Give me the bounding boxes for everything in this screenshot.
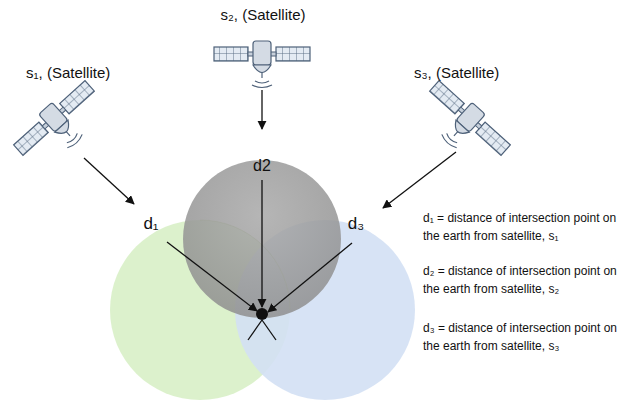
distance-arrow (261, 180, 262, 307)
distance-arrow (268, 243, 352, 312)
signal-arrow (84, 158, 134, 204)
satellite-label: s₂, (Satellite) (220, 6, 305, 24)
legend-note: d₃ = distance of intersection point on t… (423, 319, 628, 355)
distance-arrow (167, 242, 257, 311)
satellite-label: s₃, (Satellite) (414, 64, 499, 82)
legend-note: d₂ = distance of intersection point on t… (423, 262, 628, 298)
satellite-icon (10, 76, 112, 175)
distance-label: d₁ (143, 214, 158, 234)
grey-circle (183, 160, 341, 318)
cross-mark (262, 320, 276, 340)
intersection-point (256, 308, 268, 320)
signal-arrow (261, 90, 262, 129)
satellite-icon (412, 76, 514, 175)
cross-mark (248, 320, 262, 340)
distance-label: d₃ (348, 214, 364, 234)
legend-note: d₁ = distance of intersection point on t… (423, 209, 628, 245)
satellite-label: s₁, (Satellite) (26, 64, 110, 82)
satellite-icon (214, 41, 310, 88)
signal-arrow (383, 152, 456, 208)
distance-label: d2 (253, 156, 271, 175)
